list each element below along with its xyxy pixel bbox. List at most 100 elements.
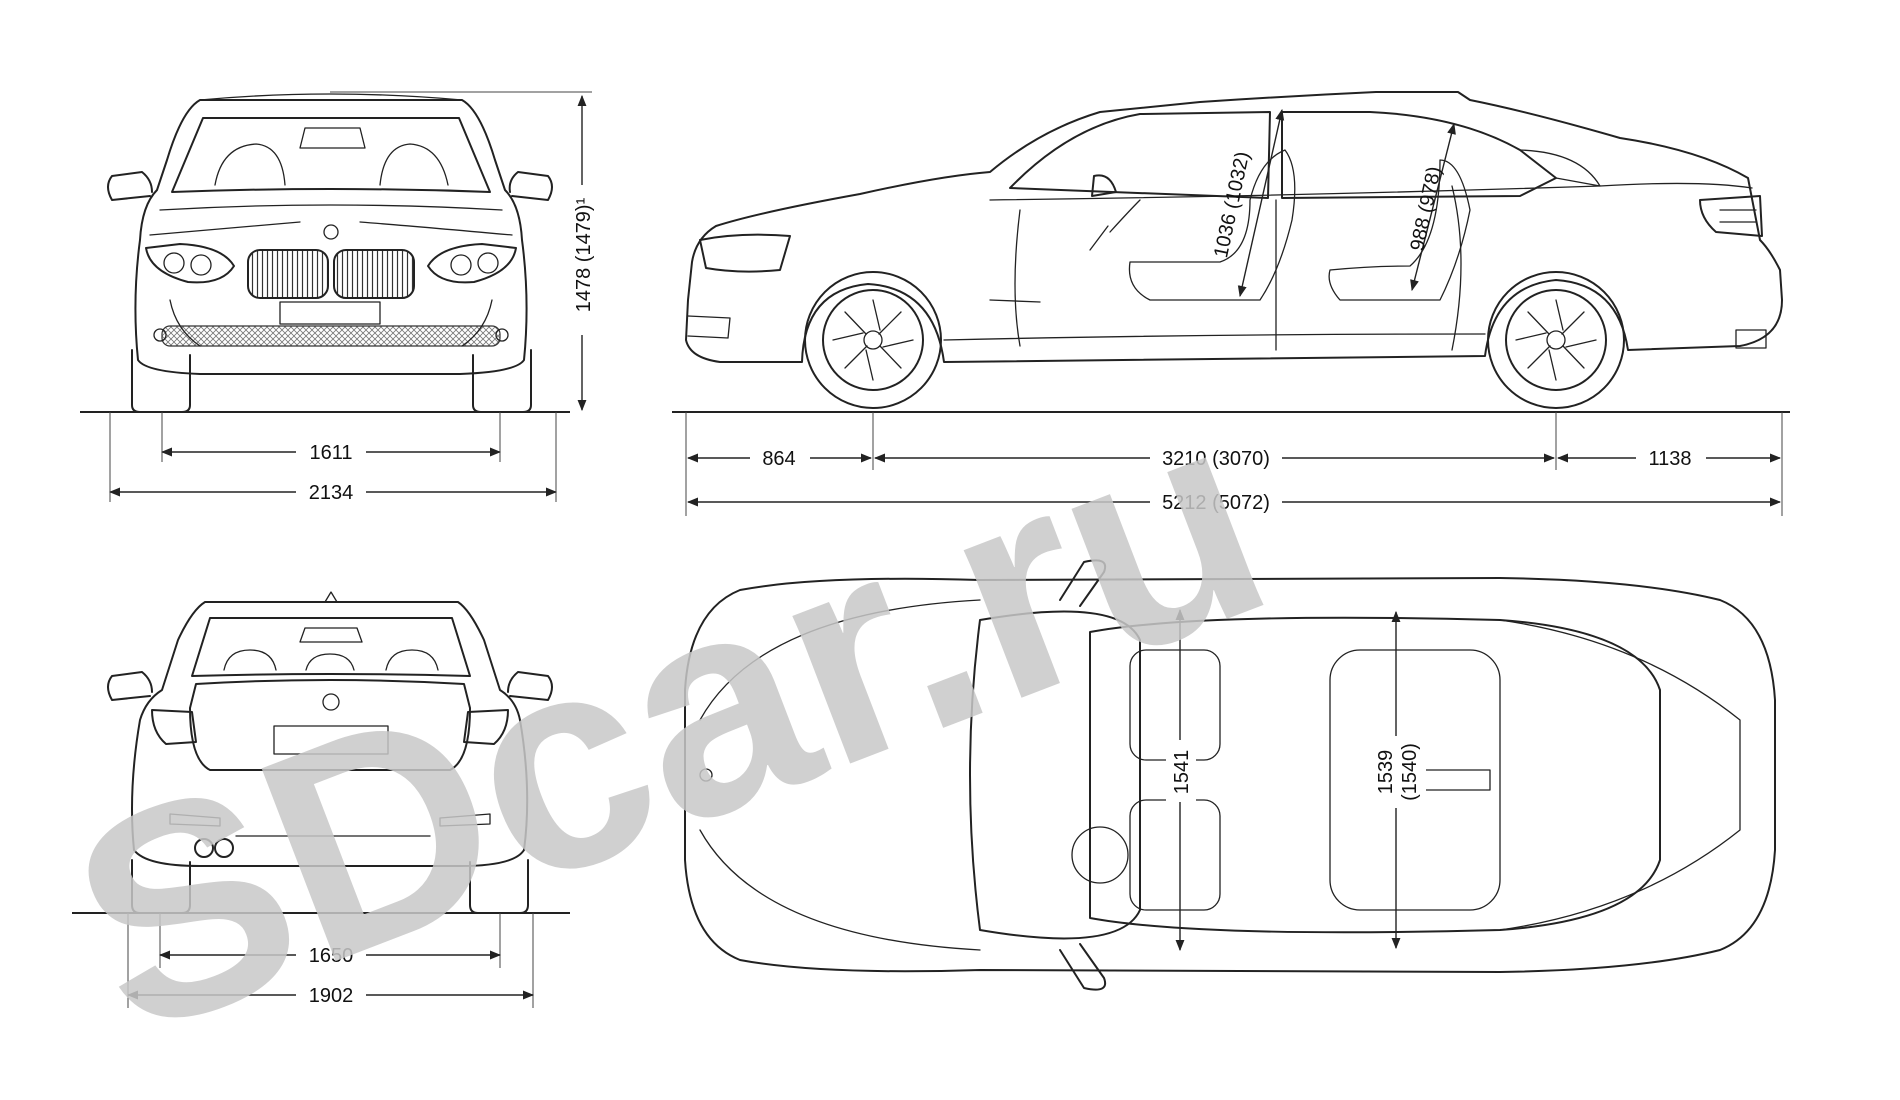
roof-antenna [324, 591, 338, 603]
top-rear-bench [1329, 649, 1501, 911]
side-mirror [1091, 174, 1117, 197]
label-bg [1150, 444, 1282, 470]
belt-line [989, 182, 1753, 201]
rear-shoulder-label-alt: (1540) [1399, 743, 1421, 801]
rear-wheel [1487, 271, 1625, 409]
top-view: 1541 1539 (1540) [684, 559, 1776, 991]
rear-shoulder-label: 1539 [1375, 750, 1397, 795]
watermark: SDcar.ru [33, 344, 1305, 1100]
taillight-right [463, 709, 509, 745]
rear-right-tire [469, 859, 529, 914]
top-hood-lines [699, 599, 981, 951]
side-dimensions: 864 3210 (3070) 1138 5212 (5072) [685, 412, 1783, 516]
rear-headroom-line [1410, 122, 1456, 292]
top-mirror-left [1059, 559, 1106, 607]
exhaust-left-1 [194, 838, 214, 858]
front-left-tire [131, 349, 191, 413]
front-right-tire [472, 349, 532, 413]
bumper-lines [169, 299, 493, 347]
rear-headrests [223, 649, 439, 671]
front-door-cut [1014, 209, 1021, 347]
lower-air-intake [161, 325, 501, 347]
label-bg [568, 185, 598, 335]
front-dimensions: 1611 2134 1478 (1479)¹ [108, 91, 598, 504]
front-headroom-line [1237, 108, 1285, 298]
label-bg [1370, 736, 1426, 808]
rear-reflectors [169, 813, 491, 827]
front-license-plate [279, 301, 381, 325]
bmw-logo-rear [322, 693, 340, 711]
exhaust-left-2 [214, 838, 234, 858]
rear-body-outline [131, 601, 529, 867]
front-width-label: 2134 [309, 482, 354, 504]
top-rear-deck [1499, 619, 1741, 931]
front-bumper-detail [687, 315, 731, 339]
top-mirror-right [1059, 943, 1106, 991]
top-windshield [969, 610, 1141, 940]
hood-line [159, 204, 503, 211]
rear-mirror-left [107, 671, 153, 701]
rear-seat-side [1328, 159, 1471, 301]
front-shoulder-label: 1541 [1171, 750, 1193, 795]
rear-track-label: 1650 [309, 945, 354, 967]
headlight-right-ring-1 [477, 252, 499, 274]
side-view: 1036 (1032) 988 (978) [672, 91, 1790, 413]
side-marker [989, 299, 1041, 303]
exhaust-tip [1735, 329, 1767, 349]
label-bg [1150, 488, 1282, 514]
rear-door-window [1281, 111, 1557, 199]
top-bmw-logo [699, 768, 713, 782]
length-label: 5212 (5072) [1162, 492, 1270, 514]
height-label: 1478 (1479)¹ [573, 197, 595, 312]
front-door-window [1009, 111, 1271, 199]
rear-license-plate [273, 725, 389, 755]
front-headroom-label: 1036 (1032) [1210, 150, 1254, 260]
label-bg [296, 941, 366, 967]
front-body-outline [134, 99, 528, 375]
headlight-right [427, 243, 517, 284]
rear-overhang-label: 1138 [1648, 448, 1691, 470]
front-mirror-left [107, 171, 153, 201]
label-bg [296, 478, 366, 504]
side-headlight [699, 233, 791, 273]
third-brake-light [299, 627, 363, 643]
front-mirror-right [508, 171, 553, 201]
fog-light-left [153, 328, 167, 342]
label-bg [296, 438, 366, 464]
side-sill [943, 333, 1486, 341]
rear-headroom-label: 988 (978) [1406, 165, 1445, 253]
front-seat-left [214, 143, 286, 186]
headlight-right-ring-2 [450, 254, 472, 276]
wheelbase-label: 3210 (3070) [1162, 448, 1270, 470]
front-wheel [804, 271, 942, 409]
trunk-lid [189, 679, 471, 771]
taillight-lines [1719, 209, 1757, 223]
rear-windshield [191, 617, 471, 677]
hood-crease [149, 221, 513, 236]
front-seat-side [1128, 149, 1296, 301]
steering-wheel [1089, 199, 1141, 251]
kidney-grille-left [247, 249, 329, 299]
label-bg [1166, 740, 1196, 802]
rear-mirror-right [507, 671, 553, 701]
rear-view-mirror [299, 127, 366, 149]
label-bg [750, 444, 810, 470]
top-steering-wheel [1071, 826, 1129, 884]
label-bg [296, 981, 366, 1007]
label-bg [1636, 444, 1706, 470]
top-front-seat-right [1129, 799, 1221, 911]
top-cabin [1089, 616, 1661, 934]
top-body-outline [684, 577, 1776, 973]
front-view [80, 93, 570, 413]
headlight-left [145, 243, 235, 284]
side-taillight [1699, 195, 1763, 237]
fog-light-right [495, 328, 509, 342]
headlight-left-ring-1 [163, 252, 185, 274]
kidney-grille-right [333, 249, 415, 299]
front-seat-right [379, 143, 449, 186]
front-overhang-label: 864 [762, 448, 795, 470]
rear-dimensions: 1650 1902 [126, 913, 535, 1008]
c-pillar-window [1519, 149, 1601, 187]
